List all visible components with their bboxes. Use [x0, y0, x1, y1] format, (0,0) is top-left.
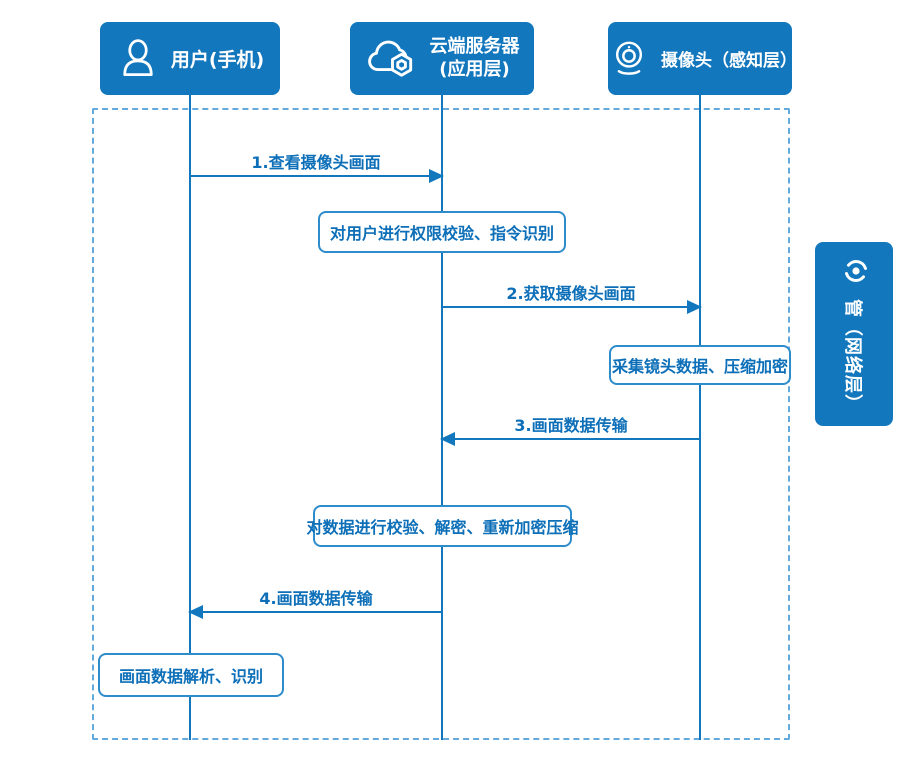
- lifeline-camera: [699, 95, 701, 740]
- message-2-label: 2.获取摄像头画面: [506, 284, 636, 303]
- arrowhead-right-icon: [687, 300, 702, 314]
- activity-verify-reencrypt: 对数据进行校验、解密、重新加密压缩: [307, 505, 579, 547]
- message-2: 2.获取摄像头画面: [442, 281, 702, 314]
- network-signal-icon: [836, 255, 873, 287]
- actor-cloud-label: 云端服务器 (应用层): [429, 36, 520, 80]
- message-3: 3.画面数据传输: [440, 413, 700, 446]
- message-1-arrow: [190, 169, 444, 183]
- message-2-arrow: [442, 300, 702, 314]
- actor-user-label: 用户(手机): [170, 49, 265, 71]
- user-icon: [116, 36, 160, 82]
- network-layer-panel: 管（网络层）: [815, 242, 893, 426]
- actor-camera-label: 摄像头（感知层）: [661, 51, 797, 71]
- activity-capture-encrypt: 采集镜头数据、压缩加密: [609, 345, 791, 385]
- arrowhead-left-icon: [188, 605, 203, 619]
- lifeline-user: [189, 95, 191, 740]
- activity-auth-check: 对用户进行权限校验、指令识别: [318, 211, 566, 253]
- message-1-label: 1.查看摄像头画面: [251, 153, 381, 172]
- message-4-label: 4.画面数据传输: [259, 589, 373, 608]
- arrowhead-right-icon: [429, 169, 444, 183]
- message-3-arrow: [440, 432, 700, 446]
- actor-user: 用户(手机): [100, 22, 280, 95]
- webcam-icon: [608, 36, 650, 82]
- message-4: 4.画面数据传输: [188, 586, 442, 619]
- actor-cloud: 云端服务器 (应用层): [350, 22, 534, 95]
- message-3-label: 3.画面数据传输: [514, 416, 628, 435]
- cloud-icon: [365, 36, 419, 82]
- message-1: 1.查看摄像头画面: [190, 150, 444, 183]
- network-layer-content: 管（网络层）: [815, 242, 893, 426]
- message-4-arrow: [188, 605, 442, 619]
- network-layer-label: 管（网络层）: [842, 299, 863, 413]
- actor-camera: 摄像头（感知层）: [608, 22, 797, 95]
- lifeline-cloud: [441, 95, 443, 740]
- activity-parse-recognize: 画面数据解析、识别: [98, 653, 284, 697]
- arrowhead-left-icon: [440, 432, 455, 446]
